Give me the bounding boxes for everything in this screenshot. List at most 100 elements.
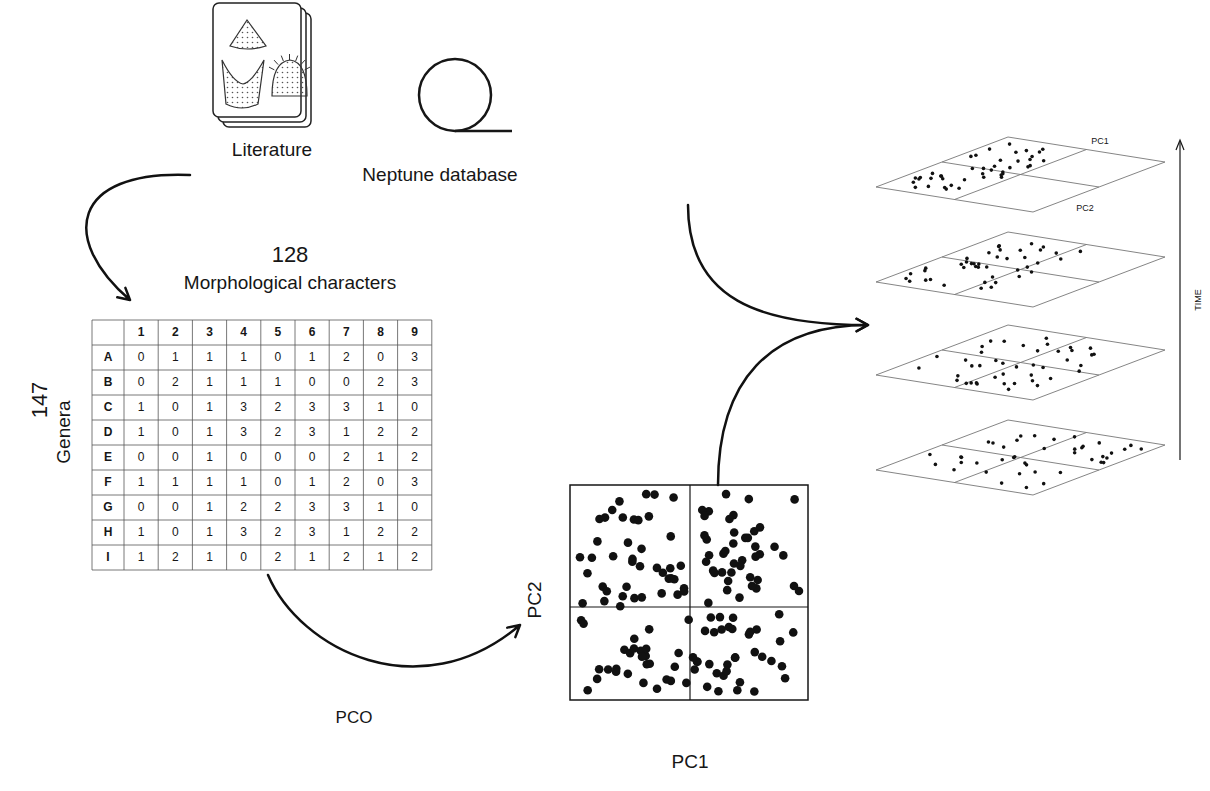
genus-point bbox=[703, 683, 712, 692]
genus-point bbox=[975, 382, 979, 386]
table-header: H bbox=[104, 526, 113, 540]
genus-point bbox=[1036, 349, 1040, 353]
connector-arrow bbox=[688, 205, 868, 331]
genus-point bbox=[583, 686, 592, 695]
table-cell: 3 bbox=[240, 401, 247, 415]
table-cell: 2 bbox=[240, 501, 247, 515]
table-cell: 1 bbox=[206, 451, 213, 465]
genus-point bbox=[666, 564, 675, 573]
genus-point bbox=[600, 597, 609, 606]
genus-point bbox=[630, 634, 639, 643]
table-cell: 0 bbox=[172, 526, 179, 540]
table-header: 2 bbox=[172, 326, 179, 340]
table-cell: 0 bbox=[240, 551, 247, 565]
genus-point bbox=[1000, 458, 1004, 462]
table-cell: 3 bbox=[240, 426, 247, 440]
genus-point bbox=[736, 678, 745, 687]
genus-point bbox=[969, 155, 973, 159]
genus-point bbox=[1019, 249, 1023, 253]
genus-point bbox=[917, 366, 921, 370]
genus-point bbox=[1070, 349, 1074, 353]
genus-point bbox=[1028, 158, 1032, 162]
table-cell: 2 bbox=[343, 476, 350, 490]
genus-point bbox=[993, 375, 997, 379]
table-cell: 1 bbox=[138, 401, 145, 415]
table-cell: 1 bbox=[206, 401, 213, 415]
table-cell: 2 bbox=[275, 401, 282, 415]
time-slice-plane bbox=[876, 137, 1165, 212]
table-cell: 1 bbox=[240, 476, 247, 490]
genus-point bbox=[578, 599, 587, 608]
node-label: Literature bbox=[232, 139, 312, 161]
genus-point bbox=[662, 675, 671, 684]
table-cell: 1 bbox=[343, 526, 350, 540]
genus-point bbox=[1065, 358, 1069, 362]
table-cell: 2 bbox=[377, 526, 384, 540]
axis-label: PC2 bbox=[1074, 203, 1096, 213]
genus-point bbox=[745, 495, 754, 504]
genus-point bbox=[1042, 482, 1046, 486]
genus-point bbox=[1018, 472, 1022, 476]
genus-point bbox=[998, 248, 1002, 252]
grid-line bbox=[955, 433, 1087, 483]
table-cell: 0 bbox=[377, 476, 384, 490]
table-cell: 1 bbox=[138, 476, 145, 490]
genus-point bbox=[990, 168, 994, 172]
genus-point bbox=[1036, 261, 1040, 265]
genus-point bbox=[909, 272, 913, 276]
genus-point bbox=[707, 613, 716, 622]
spine bbox=[281, 56, 283, 62]
genus-point bbox=[963, 178, 967, 182]
genus-point bbox=[608, 506, 617, 515]
table-rule bbox=[124, 320, 125, 570]
genus-point bbox=[997, 245, 1001, 249]
genus-point bbox=[964, 382, 968, 386]
genus-point bbox=[728, 625, 737, 634]
genus-point bbox=[975, 381, 979, 385]
genus-point bbox=[642, 490, 651, 499]
table-cell: 3 bbox=[411, 351, 418, 365]
edge-label: PCO bbox=[333, 708, 376, 728]
genus-point bbox=[618, 592, 627, 601]
genus-point bbox=[657, 589, 666, 598]
genus-point bbox=[1102, 461, 1106, 465]
genus-point bbox=[1030, 270, 1034, 274]
table-rule bbox=[92, 570, 432, 571]
genus-point bbox=[999, 173, 1003, 177]
table-cell: 2 bbox=[411, 526, 418, 540]
genus-point bbox=[1049, 377, 1053, 381]
table-cell: 2 bbox=[411, 451, 418, 465]
genus-point bbox=[993, 164, 997, 168]
genus-point bbox=[1059, 257, 1063, 261]
table-rule bbox=[158, 320, 159, 570]
table-cell: 2 bbox=[343, 551, 350, 565]
table-cell: 1 bbox=[172, 476, 179, 490]
genus-point bbox=[1030, 242, 1034, 246]
genus-point bbox=[965, 257, 969, 261]
table-cell: 1 bbox=[138, 426, 145, 440]
table-cell: 0 bbox=[240, 451, 247, 465]
genus-point bbox=[789, 628, 798, 637]
genus-point bbox=[751, 542, 760, 551]
genus-point bbox=[919, 176, 923, 180]
genus-point bbox=[576, 553, 585, 562]
table-cell: 0 bbox=[138, 351, 145, 365]
genus-point bbox=[1013, 455, 1017, 459]
table-cell: 2 bbox=[411, 426, 418, 440]
genus-point bbox=[653, 564, 662, 573]
genus-point bbox=[751, 552, 760, 561]
genus-point bbox=[1030, 155, 1034, 159]
table-rule bbox=[397, 320, 398, 570]
radiolarian-dome bbox=[272, 60, 307, 96]
genus-point bbox=[634, 516, 643, 525]
genus-point bbox=[710, 569, 719, 578]
genus-point bbox=[612, 667, 621, 676]
genus-point bbox=[1000, 481, 1004, 485]
genus-point bbox=[1129, 444, 1133, 448]
genus-point bbox=[609, 552, 618, 561]
table-cell: 2 bbox=[172, 551, 179, 565]
genus-point bbox=[750, 687, 759, 696]
database-loop bbox=[419, 59, 491, 131]
axis-label: PC2 bbox=[524, 582, 546, 619]
genus-point bbox=[980, 350, 984, 354]
